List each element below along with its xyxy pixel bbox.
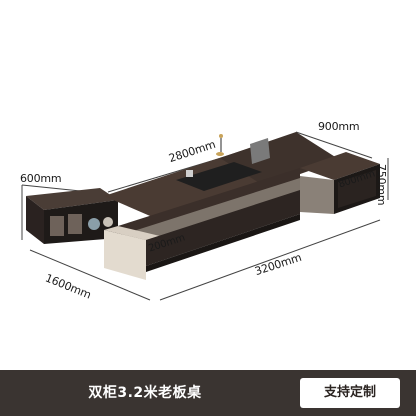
main-desk (104, 132, 380, 280)
desk-illustration (21, 131, 389, 301)
bottom-banner: 双柜3.2米老板桌 支持定制 (0, 370, 416, 416)
product-image: 900mm 2800mm 750mm 600mm 800mm 200mm 320… (20, 120, 389, 302)
side-cabinet (26, 188, 118, 244)
customize-button[interactable]: 支持定制 (300, 378, 400, 408)
product-title: 双柜3.2米老板桌 (88, 385, 202, 401)
dimension-side-depth: 600mm (20, 172, 62, 185)
dimension-height: 750mm (375, 164, 388, 206)
dimension-width-back: 900mm (318, 120, 360, 133)
